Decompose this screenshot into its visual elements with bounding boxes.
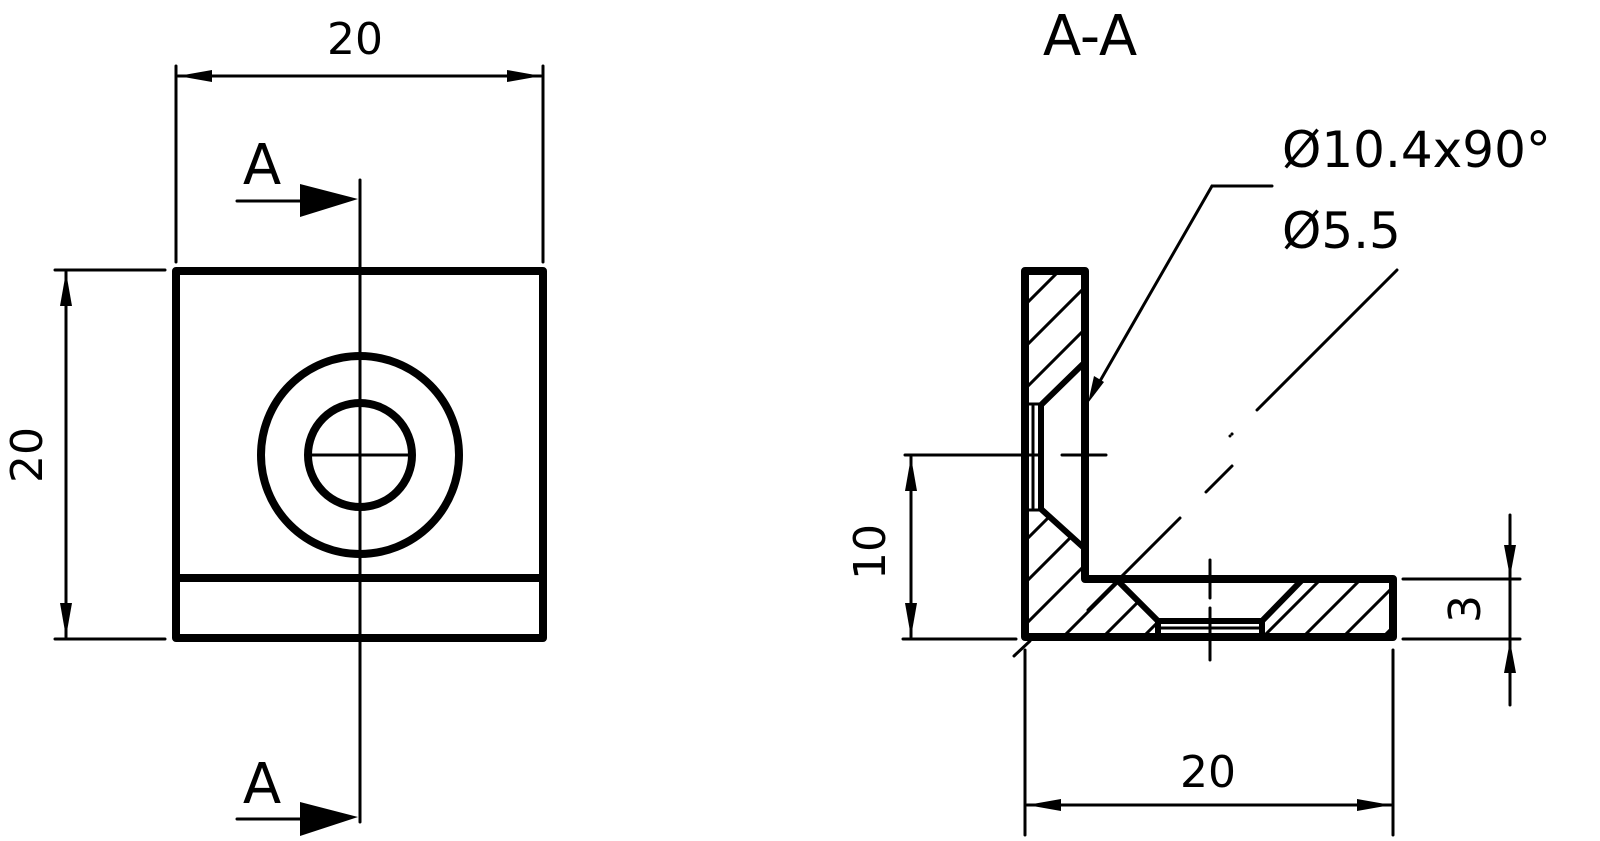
callout-leader (1088, 184, 1274, 403)
height-dimension: 20 (2, 268, 167, 641)
section-view: A-A (845, 4, 1551, 837)
section-hatching (1027, 273, 1392, 635)
section-title: A-A (1043, 4, 1137, 69)
thickness-dimension: 3 (1401, 513, 1522, 707)
hole-height-dimension: 10 (845, 455, 1018, 641)
width-dimension: 20 (174, 14, 545, 264)
width-dimension-label: 20 (327, 14, 383, 65)
height-dimension-label: 20 (2, 427, 53, 483)
section-marker-top: A (235, 133, 358, 217)
countersink-callout: Ø10.4x90° (1282, 121, 1551, 179)
section-marker-bottom-label: A (243, 752, 281, 817)
base-width-dimension: 20 (1023, 648, 1395, 837)
section-marker-bottom: A (235, 752, 358, 836)
bracket-profile-outline (1021, 267, 1397, 641)
thickness-label: 3 (1440, 595, 1491, 623)
symmetry-line (1012, 268, 1399, 658)
hole-height-label: 10 (845, 524, 896, 580)
base-width-label: 20 (1180, 747, 1236, 798)
vertical-countersink-edge (1038, 361, 1086, 550)
hole-callout: Ø5.5 (1282, 202, 1401, 260)
front-view: 20 20 A A (2, 14, 547, 836)
section-marker-top-label: A (243, 133, 281, 198)
